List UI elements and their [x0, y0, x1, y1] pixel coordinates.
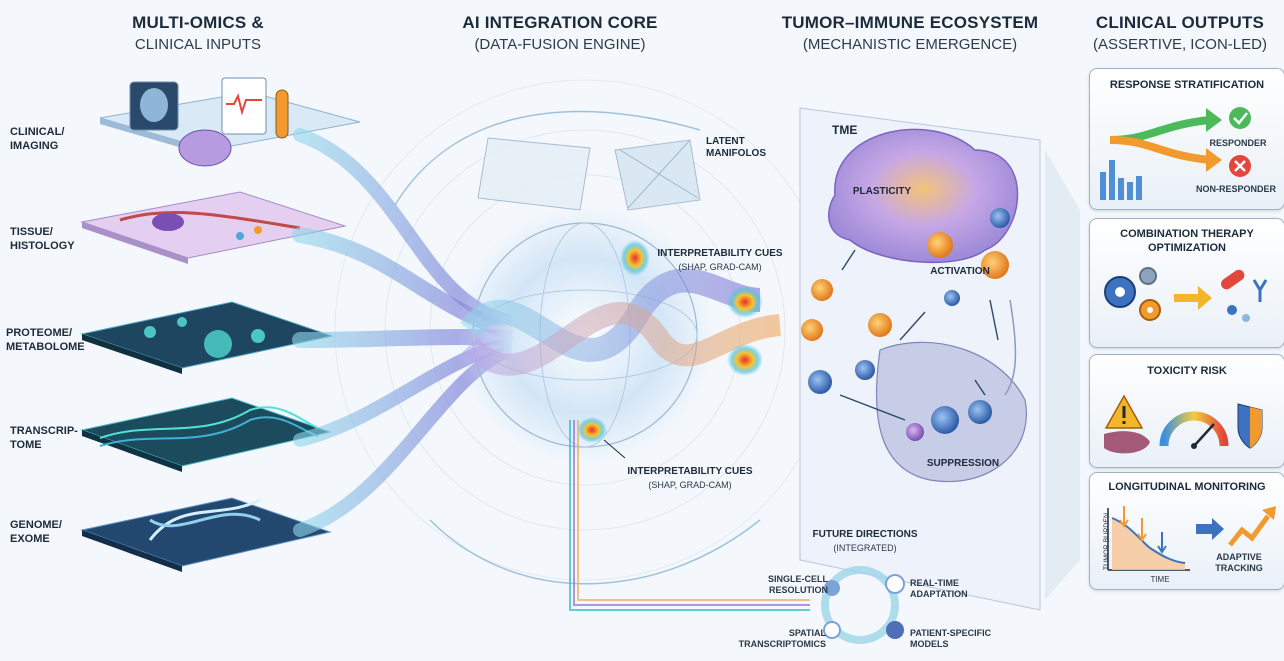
plasticity-label: PLASTICITY — [842, 186, 922, 198]
tumor-burden-axis-label: TUMOR BURDEN — [1102, 507, 1113, 577]
inputs-subtitle: CLINICAL INPUTS — [88, 36, 308, 54]
adaptive-tracking-label: ADAPTIVE TRACKING — [1204, 552, 1274, 574]
activation-label: ACTIVATION — [920, 266, 1000, 278]
toxicity-risk-panel: TOXICITY RISK — [1089, 354, 1284, 468]
input-layers — [82, 78, 360, 572]
responder-label: RESPONDER — [1198, 138, 1278, 149]
tme-subtitle: (MECHANISTIC EMERGENCE) — [760, 36, 1060, 54]
core-subtitle: (DATA-FUSION ENGINE) — [435, 36, 685, 54]
future-directions-title: FUTURE DIRECTIONS — [800, 529, 930, 541]
interpretability-bottom-sub: (SHAP, GRAD-CAM) — [625, 480, 755, 491]
latent-manifolds-label: LATENT MANIFOLOS — [706, 136, 796, 160]
combination-therapy-title: COMBINATION THERAPY OPTIMIZATION — [1090, 227, 1284, 255]
outputs-subtitle: (ASSERTIVE, ICON-LED) — [1080, 36, 1280, 54]
real-time-label: REAL-TIME ADAPTATION — [910, 578, 1000, 600]
core-title: AI INTEGRATION CORE — [435, 13, 685, 33]
non-responder-label: NON-RESPONDER — [1190, 184, 1282, 195]
layer-label-proteome: PROTEOME/ METABOLOME — [6, 326, 85, 354]
spatial-label: SPATIAL TRANSCRIPTOMICS — [726, 628, 826, 650]
future-directions-subtitle: (INTEGRATED) — [800, 543, 930, 554]
interpretability-bottom-label: INTERPRETABILITY CUES — [620, 466, 760, 478]
integration-core — [455, 138, 780, 465]
interpretability-top-label: INTERPRETABILITY CUES — [650, 248, 790, 260]
tme-label: TME — [832, 124, 857, 136]
layer-label-tissue: TISSUE/ HISTOLOGY — [10, 225, 75, 253]
single-cell-label: SINGLE-CELL RESOLUTION — [748, 574, 828, 596]
tme-title: TUMOR–IMMUNE ECOSYSTEM — [760, 13, 1060, 33]
interpretability-top-sub: (SHAP, GRAD-CAM) — [655, 262, 785, 273]
longitudinal-monitoring-title: LONGITUDINAL MONITORING — [1090, 481, 1284, 493]
combination-therapy-panel: COMBINATION THERAPY OPTIMIZATION — [1089, 218, 1284, 348]
layer-label-transcriptome: TRANSCRIP- TOME — [10, 424, 78, 452]
layer-label-clinical: CLINICAL/ IMAGING — [10, 125, 64, 153]
time-axis-label: TIME — [1140, 574, 1180, 585]
layer-label-genome: GENOME/ EXOME — [10, 518, 62, 546]
suppression-label: SUPPRESSION — [918, 458, 1008, 470]
response-stratification-title: RESPONSE STRATIFICATION — [1090, 79, 1284, 91]
inputs-title: MULTI-OMICS & — [88, 13, 308, 33]
outputs-title: CLINICAL OUTPUTS — [1080, 13, 1280, 33]
toxicity-risk-title: TOXICITY RISK — [1090, 365, 1284, 377]
patient-specific-label: PATIENT-SPECIFIC MODELS — [910, 628, 1010, 650]
